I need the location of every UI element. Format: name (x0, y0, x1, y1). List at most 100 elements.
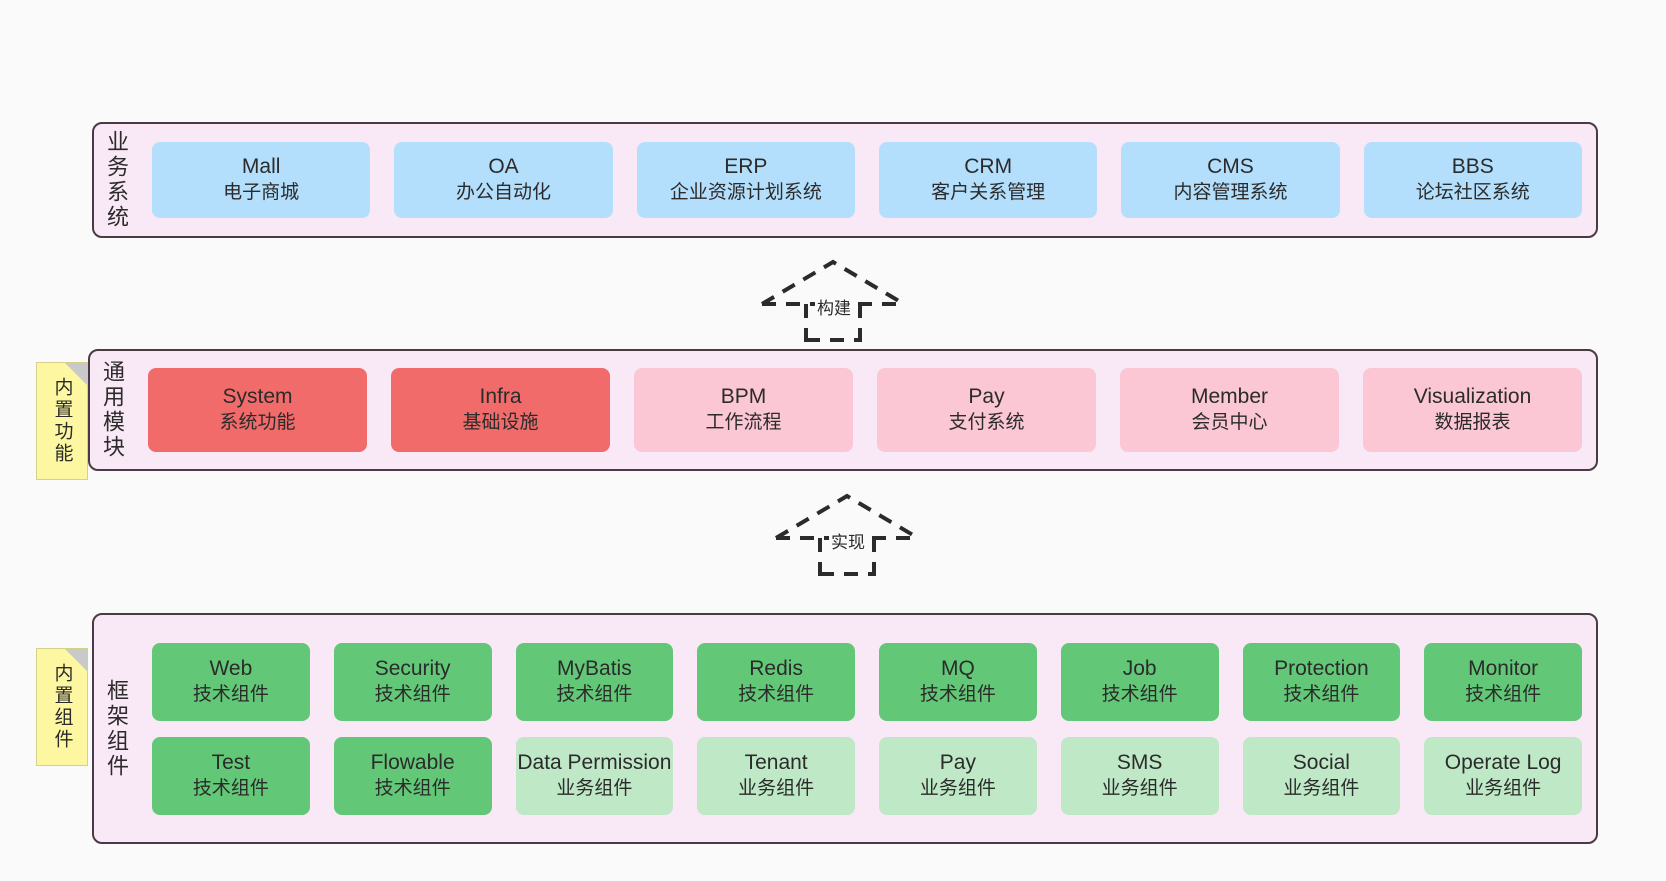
cell-title: CMS (1207, 155, 1254, 179)
layer-common-title: 通用模块 (100, 360, 125, 460)
cell-subtitle: 办公自动化 (455, 182, 551, 204)
cell-title: Security (374, 656, 451, 680)
component-box-operate-log[interactable]: Operate Log 业务组件 (1424, 736, 1582, 815)
cell-subtitle: 技术组件 (1101, 683, 1178, 705)
arrow-build-label: 构建 (815, 294, 853, 319)
cell-title: CRM (964, 155, 1013, 179)
cell-subtitle: 业务组件 (1465, 777, 1542, 799)
cell-title: Protection (1274, 656, 1369, 680)
cell-title: Infra (479, 385, 522, 409)
cell-title: Data Permission (517, 750, 672, 774)
component-box-redis[interactable]: Redis 技术组件 (697, 642, 855, 721)
note-builtin-features: 内置功能 (36, 362, 88, 480)
component-box-mq[interactable]: MQ 技术组件 (879, 642, 1037, 721)
arrow-implement-label: 实现 (829, 528, 867, 553)
cell-title: Web (209, 656, 253, 680)
component-box-flowable[interactable]: Flowable 技术组件 (333, 736, 492, 815)
cell-title: Test (211, 750, 251, 774)
cell-subtitle: 工作流程 (705, 412, 782, 434)
cell-title: Visualization (1413, 385, 1532, 409)
cell-subtitle: 内容管理系统 (1173, 182, 1288, 204)
component-box-mybatis[interactable]: MyBatis 技术组件 (515, 642, 674, 721)
cell-title: Mall (241, 155, 281, 179)
cell-title: ERP (724, 155, 768, 179)
cell-subtitle: 技术组件 (374, 683, 451, 705)
cell-title: BPM (720, 385, 767, 409)
cell-subtitle: 技术组件 (1465, 683, 1542, 705)
cell-subtitle: 支付系统 (948, 412, 1025, 434)
cell-title: Flowable (370, 750, 455, 774)
note-builtin-components: 内置组件 (36, 648, 88, 766)
cell-subtitle: 会员中心 (1191, 412, 1268, 434)
cell-subtitle: 系统功能 (219, 412, 296, 434)
module-box-system[interactable]: System 系统功能 (148, 368, 367, 452)
cell-subtitle: 技术组件 (192, 683, 269, 705)
component-box-job[interactable]: Job 技术组件 (1060, 642, 1219, 721)
cell-subtitle: 业务组件 (1283, 777, 1360, 799)
cell-title: MQ (940, 656, 975, 680)
module-box-infra[interactable]: Infra 基础设施 (391, 368, 610, 452)
cell-title: Member (1190, 385, 1269, 409)
module-box-member[interactable]: Member 会员中心 (1120, 368, 1339, 452)
arrow-build: 构建 (758, 258, 908, 342)
cell-title: MyBatis (557, 656, 632, 680)
cell-subtitle: 基础设施 (462, 412, 539, 434)
cell-subtitle: 技术组件 (1283, 683, 1360, 705)
module-box-bpm[interactable]: BPM 工作流程 (634, 368, 853, 452)
cell-title: Tenant (744, 750, 808, 774)
cell-subtitle: 论坛社区系统 (1415, 182, 1530, 204)
cell-subtitle: 技术组件 (556, 683, 633, 705)
note-builtin-features-label: 内置功能 (51, 377, 73, 465)
cell-title: SMS (1116, 750, 1163, 774)
layer-common-body: System 系统功能 Infra 基础设施 BPM 工作流程 Pay 支付系统 Member 会… (134, 351, 1596, 469)
business-box-cms[interactable]: CMS 内容管理系统 (1121, 142, 1340, 218)
cell-subtitle: 技术组件 (374, 777, 451, 799)
cell-title: Operate Log (1444, 750, 1562, 774)
module-box-pay[interactable]: Pay 支付系统 (877, 368, 1096, 452)
cell-subtitle: 客户关系管理 (931, 182, 1046, 204)
note-fold-corner-icon (65, 363, 87, 385)
cell-subtitle: 企业资源计划系统 (669, 182, 822, 204)
cell-subtitle: 业务组件 (556, 777, 633, 799)
layer-common-modules: 通用模块 System 系统功能 Infra 基础设施 BPM 工作流程 Pay 支付系统 Me… (88, 349, 1598, 471)
business-box-crm[interactable]: CRM 客户关系管理 (878, 142, 1098, 218)
cell-subtitle: 技术组件 (919, 683, 996, 705)
cell-subtitle: 业务组件 (1101, 777, 1178, 799)
cell-subtitle: 技术组件 (738, 683, 815, 705)
note-builtin-components-label: 内置组件 (51, 663, 73, 751)
component-box-social[interactable]: Social 业务组件 (1242, 736, 1401, 815)
cell-title: Job (1122, 656, 1157, 680)
business-box-mall[interactable]: Mall 电子商城 (152, 142, 371, 218)
component-box-data-permission[interactable]: Data Permission 业务组件 (515, 736, 674, 815)
business-box-erp[interactable]: ERP 企业资源计划系统 (636, 142, 855, 218)
component-box-sms[interactable]: SMS 业务组件 (1060, 736, 1219, 815)
cell-title: Social (1292, 750, 1350, 774)
component-box-security[interactable]: Security 技术组件 (333, 642, 492, 721)
layer-framework-title: 框架组件 (104, 678, 129, 779)
note-fold-corner-icon (65, 649, 87, 671)
common-row: System 系统功能 Infra 基础设施 BPM 工作流程 Pay 支付系统 Member 会… (148, 368, 1582, 452)
cell-subtitle: 电子商城 (223, 182, 300, 204)
component-box-protection[interactable]: Protection 技术组件 (1242, 642, 1401, 721)
component-box-tenant[interactable]: Tenant 业务组件 (697, 736, 855, 815)
arrow-implement: 实现 (772, 492, 922, 576)
cell-title: Redis (749, 656, 803, 680)
component-box-web[interactable]: Web 技术组件 (152, 642, 310, 721)
cell-title: Pay (968, 385, 1005, 409)
cell-subtitle: 业务组件 (738, 777, 815, 799)
cell-title: System (222, 385, 293, 409)
layer-business-title: 业务系统 (104, 130, 129, 230)
